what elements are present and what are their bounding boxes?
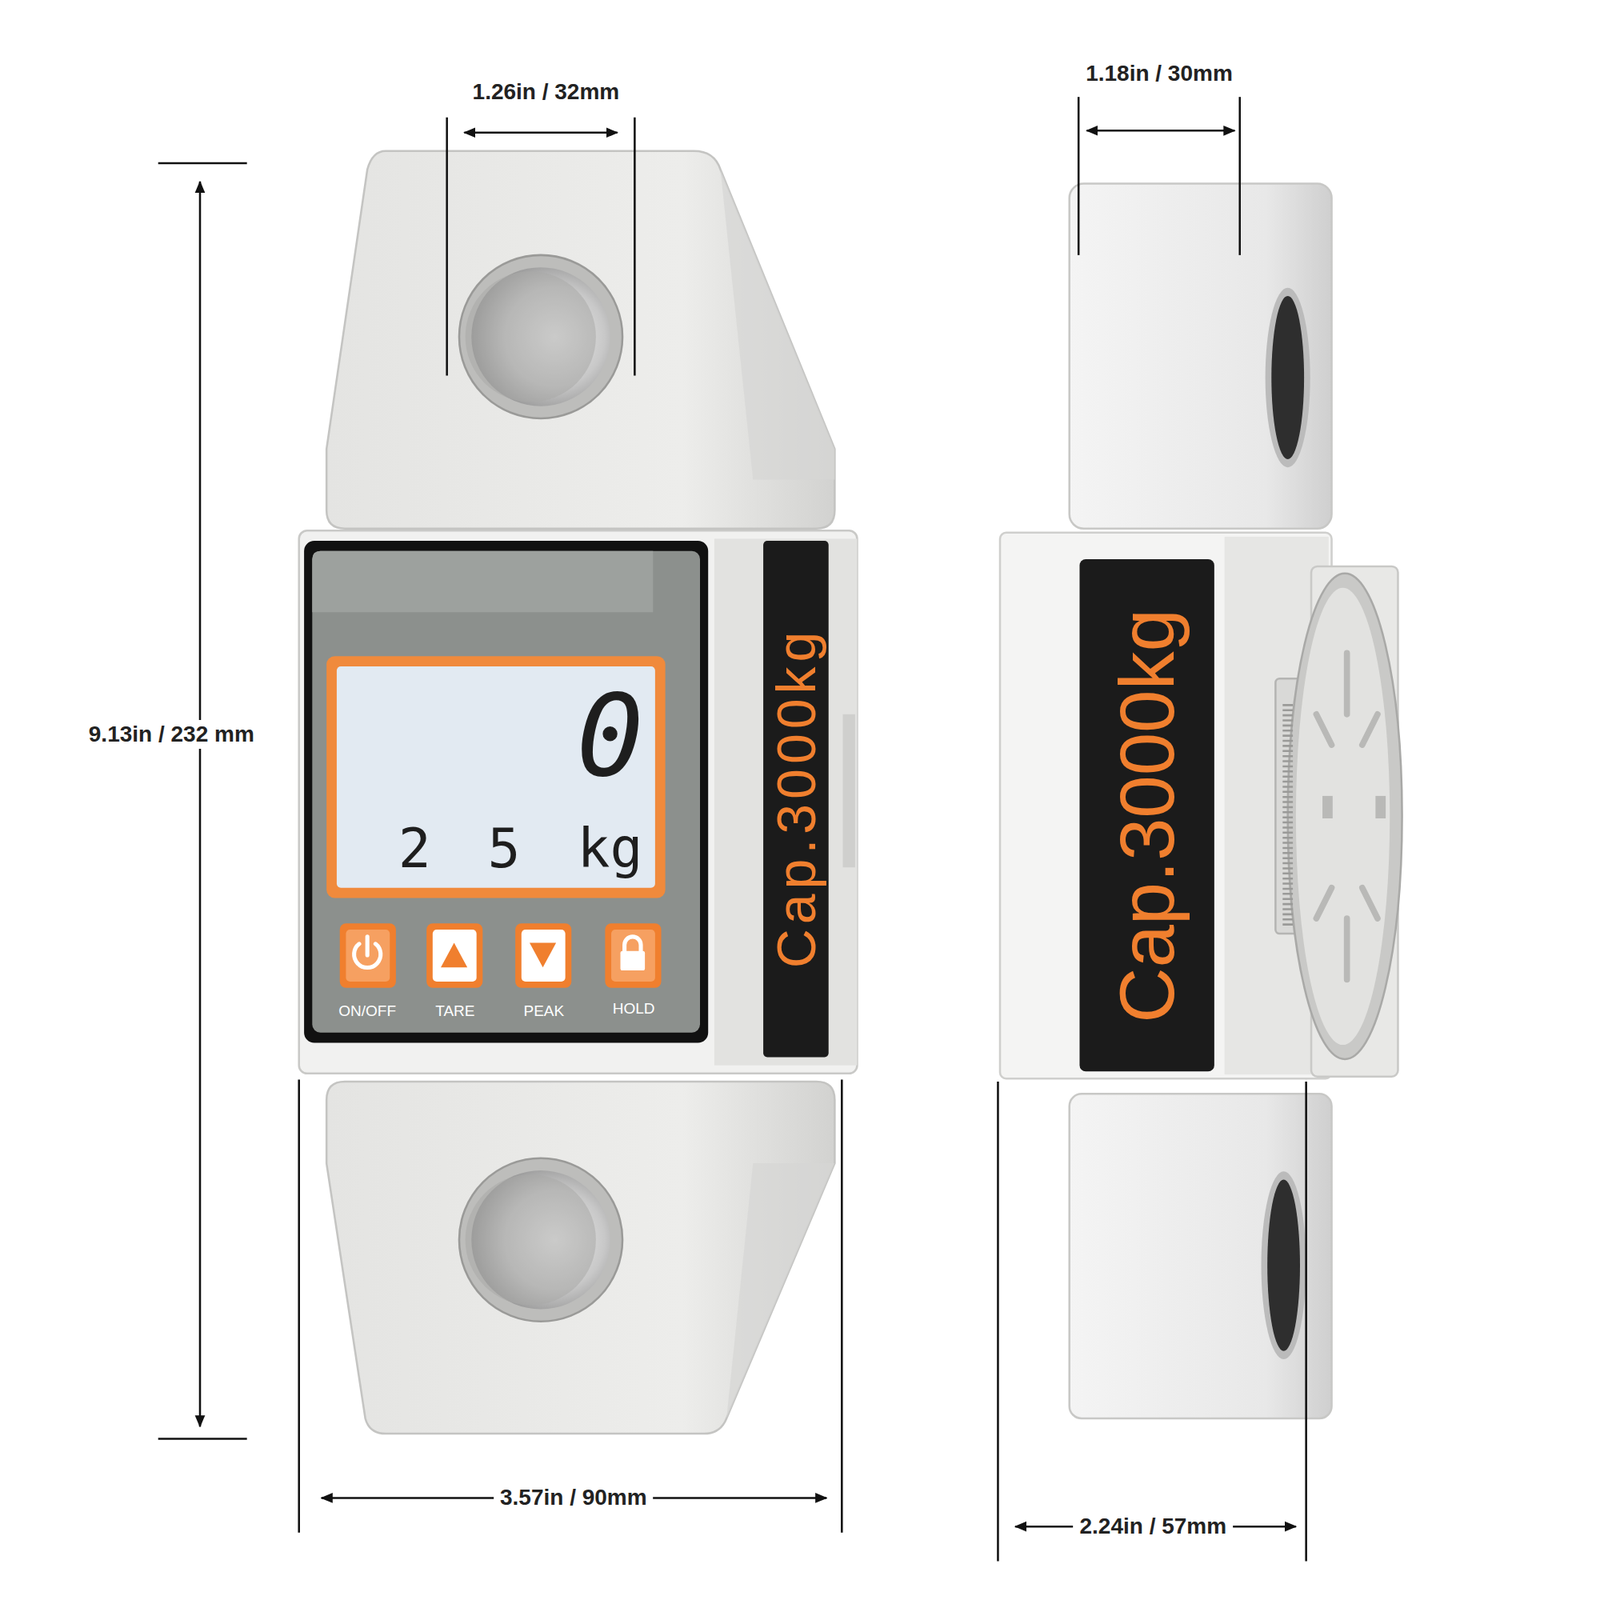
front-panel <box>304 540 708 1044</box>
dimension-label: 9.13in / 232 mm <box>82 720 261 749</box>
button-label: ON/OFF <box>338 1002 396 1018</box>
lug-facet <box>726 1163 835 1419</box>
cap-slot <box>1322 796 1333 819</box>
hole-side <box>1267 1179 1300 1351</box>
battery-cap <box>1288 573 1403 1060</box>
dimension-line <box>199 181 202 1427</box>
extension-line <box>158 162 248 165</box>
button-face <box>345 929 390 982</box>
extension-line <box>297 1079 300 1532</box>
button-label: TARE <box>435 1002 475 1018</box>
panel-gloss <box>312 551 653 613</box>
down-arrow-icon <box>529 943 556 968</box>
button-face <box>432 929 477 982</box>
extension-line <box>1238 96 1241 256</box>
lifting-hole-ring <box>459 1158 623 1322</box>
dimension-label: 2.24in / 57mm <box>1072 1512 1233 1541</box>
dimension-line <box>464 132 617 135</box>
dimension-label: 3.57in / 90mm <box>493 1483 654 1512</box>
extension-line <box>1077 96 1080 256</box>
lock-icon <box>620 951 646 971</box>
extension-line <box>1304 1081 1308 1561</box>
button <box>340 923 396 988</box>
power-icon <box>365 936 370 956</box>
lock-icon <box>624 936 641 952</box>
dimension-line <box>1086 129 1235 132</box>
top-lug <box>326 151 835 529</box>
dimension-label: 1.18in / 30mm <box>1079 59 1240 88</box>
lifting-hole-ring <box>459 255 623 419</box>
capacity-plate <box>1079 559 1214 1072</box>
panel-face <box>312 551 700 1033</box>
knob-edge <box>843 714 856 868</box>
button-row <box>340 923 662 988</box>
dimension-label: 1.26in / 32mm <box>466 77 627 107</box>
hole-side <box>1271 296 1304 460</box>
body-side <box>714 538 858 1065</box>
hole-side-ring <box>1261 1171 1307 1360</box>
hole-shadow <box>465 1174 596 1305</box>
scale-body <box>299 530 858 1074</box>
hole-side-ring <box>1265 288 1311 468</box>
capacity-label: Cap.3000kg <box>768 627 824 969</box>
extension-line <box>840 1079 844 1532</box>
extension-line <box>996 1081 1000 1561</box>
cap-grip <box>1316 652 1378 980</box>
battery-cap-face <box>1296 588 1390 1045</box>
lcd-reading: 0 <box>576 680 644 793</box>
extension-line <box>633 117 636 376</box>
lcd-bezel <box>326 656 665 898</box>
extension-line <box>445 117 448 376</box>
scale-body-side <box>1000 532 1332 1079</box>
extension-line <box>158 1437 248 1440</box>
up-arrow-icon <box>440 943 468 968</box>
button <box>426 923 483 988</box>
button-face <box>521 929 566 982</box>
capacity-plate <box>763 540 829 1057</box>
button-label: HOLD <box>612 1000 656 1016</box>
bottom-lug <box>326 1081 835 1434</box>
cap-slot <box>1375 796 1386 819</box>
bottom-lug-side <box>1069 1093 1332 1419</box>
button-label: PEAK <box>523 1002 564 1018</box>
capacity-label: Cap.3000kg <box>1108 609 1186 1024</box>
button <box>515 923 572 988</box>
button-face <box>611 929 656 982</box>
lug-facet <box>720 169 836 480</box>
lcd-screen <box>336 666 656 888</box>
knurl <box>1282 704 1293 929</box>
hole-shadow <box>465 271 596 402</box>
lcd-status: 2 5 kg <box>398 821 644 876</box>
dimension-lines <box>158 96 1307 1561</box>
top-lug-side <box>1069 184 1332 529</box>
button <box>604 923 661 988</box>
